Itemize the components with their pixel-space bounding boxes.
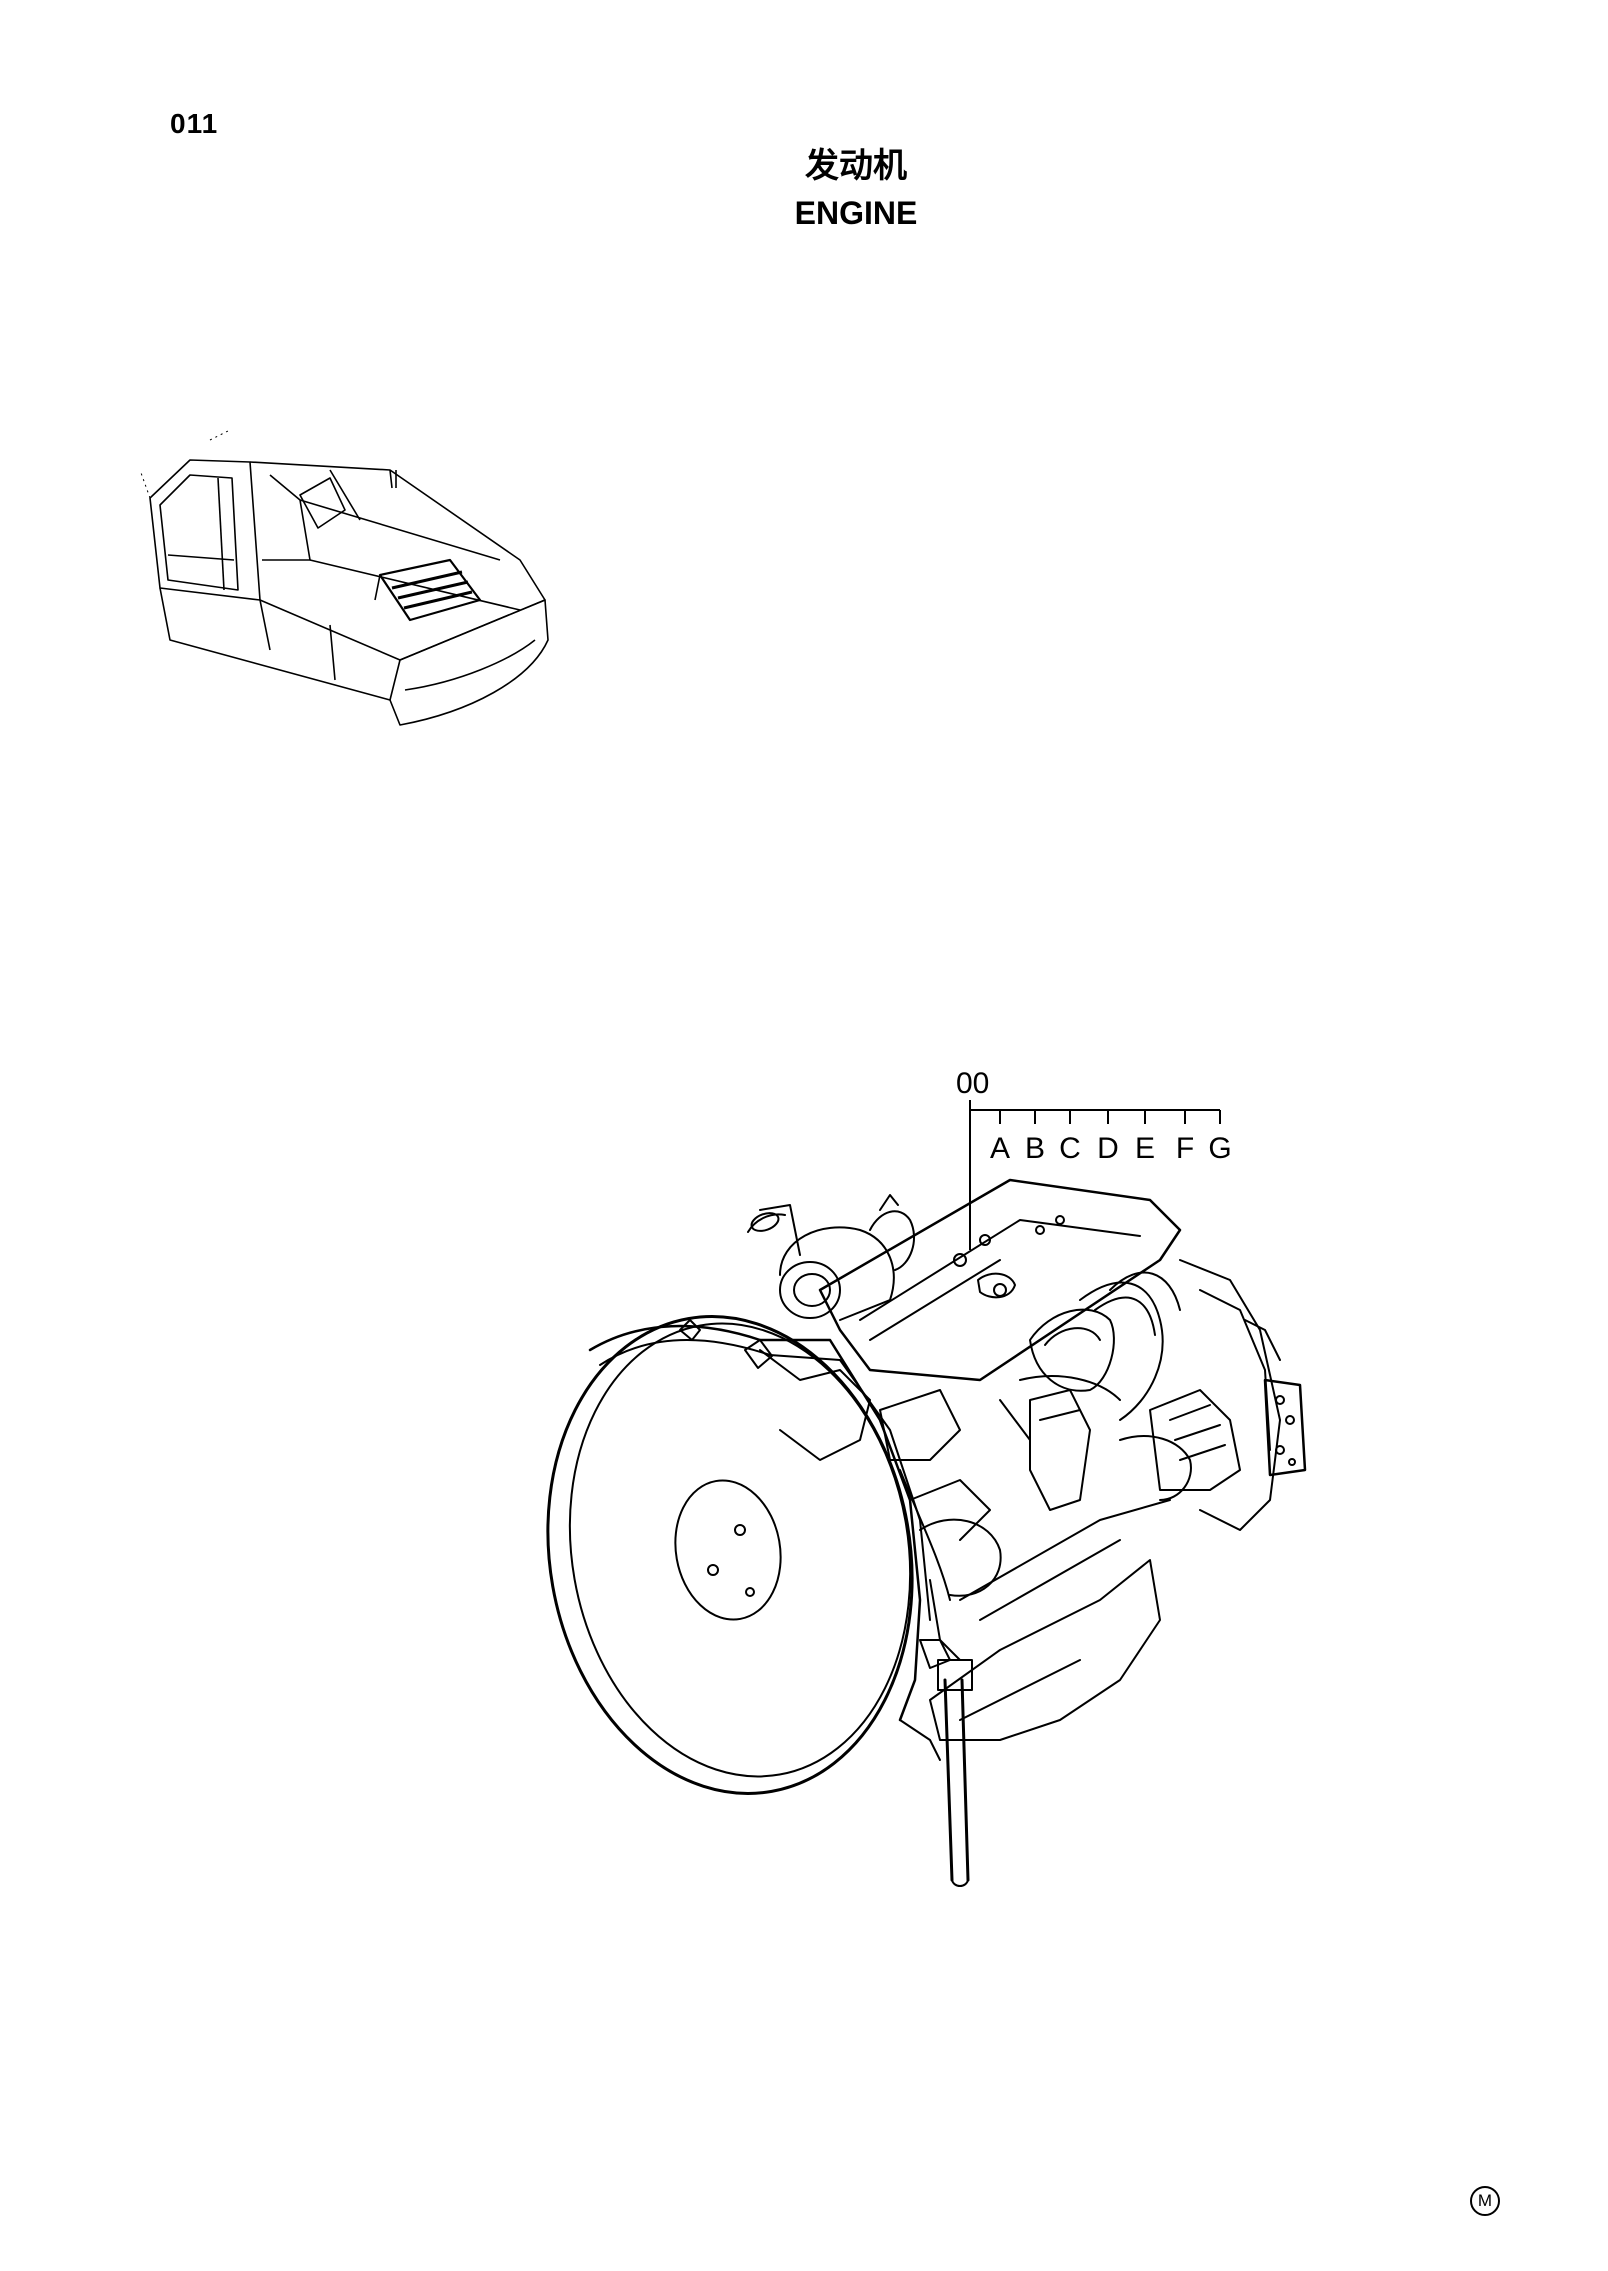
callout-variant-d: D [1097,1132,1119,1165]
excavator-icon [139,429,549,726]
footer-mark: M [1470,2186,1500,2216]
callout-variant-b: B [1025,1132,1045,1165]
callout-ref-00: 00 [956,1067,989,1100]
callout-variant-e: E [1135,1132,1155,1165]
callout-variant-c: C [1059,1132,1081,1165]
page-title: 发动机 ENGINE [0,146,1608,232]
callout-bracket [969,1100,1221,1250]
callout-variant-g: G [1208,1132,1231,1165]
callout-variant-f: F [1176,1132,1194,1165]
title-chinese: 发动机 [805,146,907,186]
title-english: ENGINE [794,195,918,231]
page-number: 011 [170,108,219,139]
callout-variant-a: A [990,1132,1010,1165]
engine-icon [546,1178,1307,1887]
